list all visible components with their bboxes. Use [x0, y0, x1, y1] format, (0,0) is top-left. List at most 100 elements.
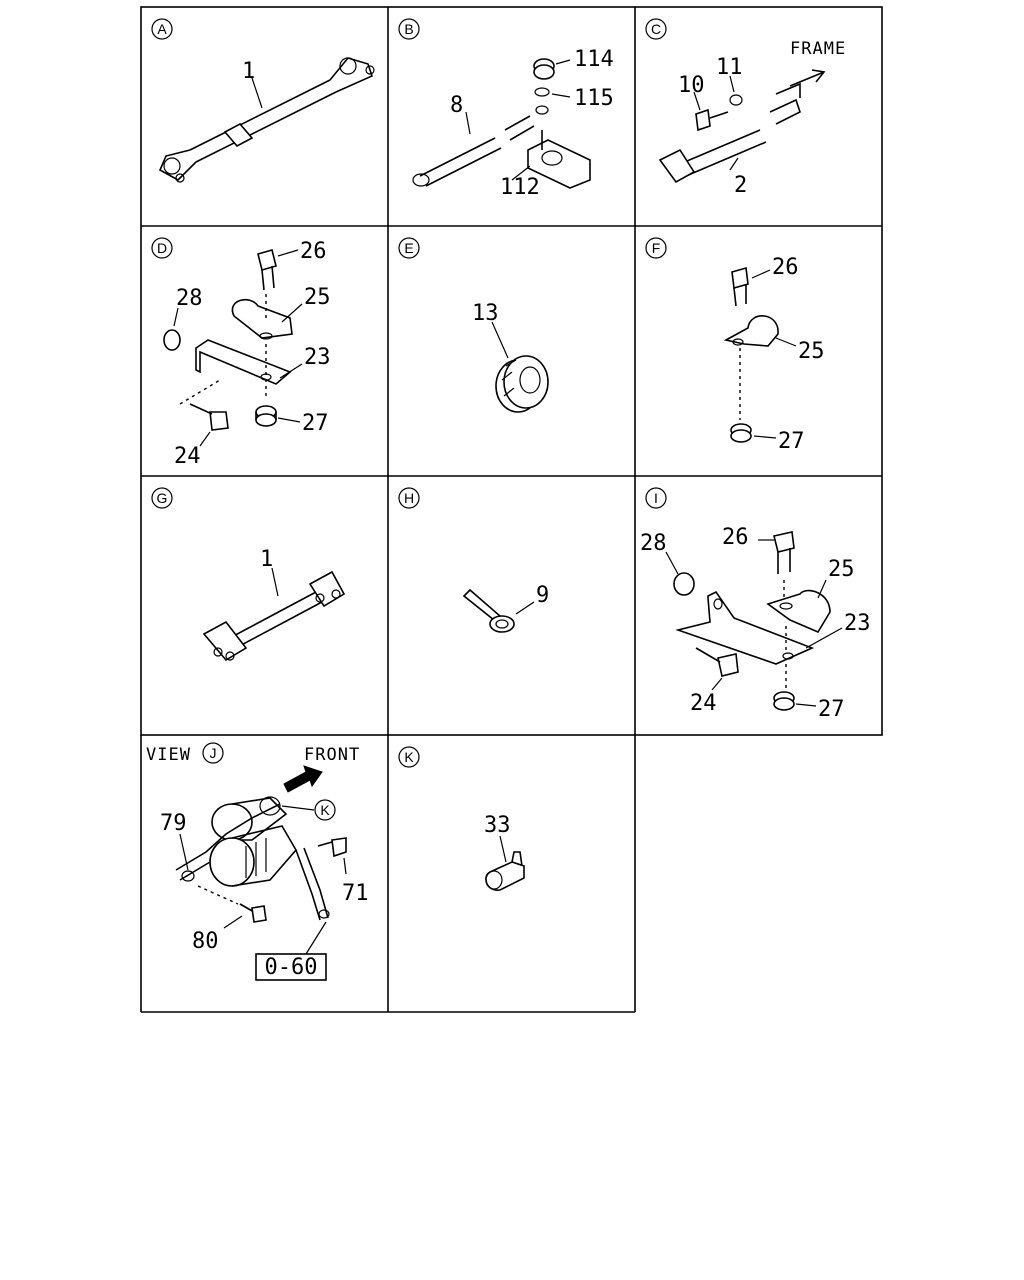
panel-g-id-circle: G — [151, 487, 173, 509]
grid-frame — [140, 6, 883, 1013]
callout-d-26: 26 — [300, 239, 327, 264]
panel-h-id: H — [404, 490, 414, 506]
band-clip-9-icon — [462, 588, 515, 633]
callout-j-71: 71 — [342, 881, 369, 906]
callout-e-13: 13 — [472, 301, 499, 326]
panel-d-id-circle: D — [151, 237, 173, 259]
washer-115-icon — [534, 87, 550, 97]
panel-a-id-circle: A — [151, 18, 173, 40]
panel-a: A 1 — [151, 18, 375, 183]
bolt-24-icon — [189, 403, 229, 431]
nut-27-icon — [730, 423, 752, 443]
bolt-71-icon — [317, 837, 347, 858]
callout-b-115: 115 — [574, 86, 614, 111]
callout-f-27: 27 — [778, 429, 805, 454]
bolt-24-icon — [695, 647, 739, 677]
ref-box-frame — [255, 953, 327, 981]
frame-arrow-icon — [789, 69, 826, 87]
panel-i: I 28 26 25 2 — [640, 487, 871, 722]
callout-d-24: 24 — [174, 444, 201, 469]
panel-h-id-circle: H — [398, 487, 420, 509]
callout-c-2: 2 — [734, 173, 747, 198]
callout-d-25: 25 — [304, 285, 331, 310]
panel-e-id-circle: E — [398, 237, 420, 259]
panel-d-id: D — [157, 240, 167, 256]
callout-j-79: 79 — [160, 811, 187, 836]
callout-d-28: 28 — [176, 286, 203, 311]
callout-g-1: 1 — [260, 547, 273, 572]
ref-box-0-60: 0-60 — [265, 955, 318, 980]
battery-cable-short — [412, 115, 535, 187]
panel-c-id: C — [651, 21, 661, 37]
panel-k-id: K — [404, 749, 414, 765]
front-arrow-icon — [283, 765, 323, 793]
panel-i-id: I — [654, 490, 658, 506]
bolt-10-icon — [695, 108, 729, 132]
frame-note: FRAME — [790, 39, 846, 59]
callout-a-1: 1 — [242, 59, 255, 84]
panel-e: E 13 — [398, 237, 549, 413]
panel-a-id: A — [157, 21, 167, 37]
callout-c-10: 10 — [678, 73, 705, 98]
panel-c: C FRAME 10 11 2 — [645, 18, 846, 198]
panel-k: K 33 — [398, 746, 525, 891]
terminal-cover-33-icon — [485, 851, 525, 891]
bracket-23-icon — [675, 590, 815, 665]
panel-b-id: B — [404, 21, 413, 37]
clamp-25-icon — [231, 298, 293, 340]
bolt-26-icon — [731, 266, 749, 307]
nut-28-icon — [163, 329, 181, 351]
bolt-80-icon — [239, 903, 267, 923]
washer-11-icon — [729, 94, 743, 106]
callout-c-11: 11 — [716, 55, 743, 80]
view-label: VIEW — [146, 745, 191, 765]
callout-i-28: 28 — [640, 531, 667, 556]
callout-b-8: 8 — [450, 93, 463, 118]
panel-j: VIEW J FRONT K — [146, 742, 369, 981]
panel-e-id: E — [404, 240, 413, 256]
bracket-23-icon — [195, 339, 292, 385]
callout-b-112: 112 — [500, 175, 540, 200]
bolt-26-icon — [773, 531, 795, 574]
callout-i-26: 26 — [722, 525, 749, 550]
callout-b-114: 114 — [574, 47, 614, 72]
callout-k-33: 33 — [484, 813, 511, 838]
panel-k-id-circle: K — [398, 746, 420, 768]
ground-cable — [658, 82, 801, 184]
panel-g-id: G — [157, 490, 168, 506]
panel-f-id-circle: F — [645, 237, 667, 259]
clamp-25-icon — [766, 589, 831, 634]
panel-b: B 114 115 8 112 — [398, 18, 614, 200]
starter-motor-icon — [175, 796, 297, 887]
callout-d-23: 23 — [304, 345, 331, 370]
lead-wire — [295, 847, 329, 921]
nut-27-icon — [773, 691, 795, 711]
panel-c-id-circle: C — [645, 18, 667, 40]
callout-f-25: 25 — [798, 339, 825, 364]
panel-j-id-circle: J — [202, 742, 224, 764]
ref-marker-k-text: K — [320, 802, 330, 818]
callout-i-24: 24 — [690, 691, 717, 716]
callout-j-80: 80 — [192, 929, 219, 954]
panel-f-id: F — [652, 240, 661, 256]
callout-f-26: 26 — [772, 255, 799, 280]
callout-i-27: 27 — [818, 697, 845, 722]
nut-28-icon — [673, 572, 695, 596]
panel-g: G 1 — [151, 487, 346, 662]
battery-cable-g — [202, 570, 346, 662]
front-note: FRONT — [304, 745, 360, 765]
panel-f: F 26 25 27 — [645, 237, 825, 454]
nut-27-icon — [255, 405, 277, 427]
nut-114-icon — [533, 58, 555, 80]
battery-cable-long — [158, 57, 375, 183]
callout-i-23: 23 — [844, 611, 871, 636]
grommet-13-icon — [495, 355, 549, 413]
callout-d-27: 27 — [302, 411, 329, 436]
bolt-26-icon — [257, 249, 277, 291]
panel-h: H 9 — [398, 487, 549, 633]
callout-h-9: 9 — [536, 583, 549, 608]
panel-d: D 26 28 25 2 — [151, 237, 331, 469]
panel-j-id: J — [210, 745, 217, 761]
callout-i-25: 25 — [828, 557, 855, 582]
